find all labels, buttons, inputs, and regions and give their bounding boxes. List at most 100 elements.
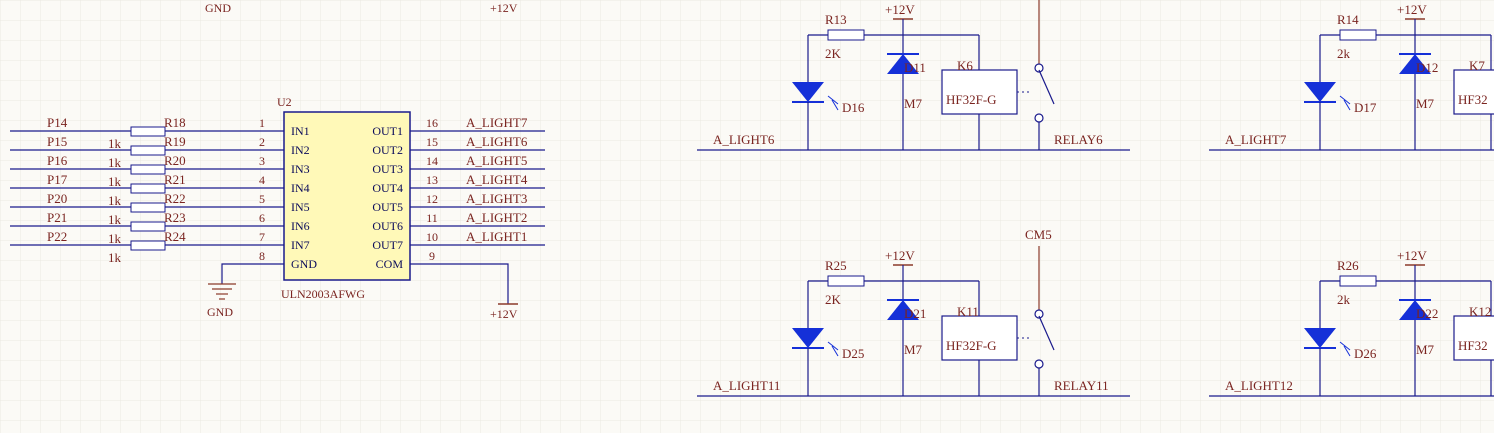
resistor-value: 1k — [108, 174, 122, 189]
net-label: A_LIGHT11 — [713, 378, 780, 393]
diode-part: M7 — [904, 96, 923, 111]
input-net-label: P16 — [47, 153, 68, 168]
ic-pin-number: 3 — [259, 154, 265, 168]
resistor-body — [130, 202, 166, 213]
relay-part: HF32F-G — [946, 338, 997, 353]
ic-pin-name: OUT7 — [372, 238, 403, 252]
ic-pin-name: OUT4 — [372, 181, 403, 195]
relay-designator: K6 — [957, 58, 973, 73]
resistor-designator: R14 — [1337, 12, 1359, 27]
led-arrow — [1339, 341, 1351, 351]
vcc-label: +12V — [1397, 248, 1427, 263]
resistor-designator: R23 — [164, 210, 186, 225]
input-net-label: P22 — [47, 229, 67, 244]
led-designator: D17 — [1354, 100, 1377, 115]
resistor-body — [130, 126, 166, 137]
resistor-designator: R26 — [1337, 258, 1359, 273]
relay-designator: K12 — [1469, 304, 1491, 319]
output-net-label: A_LIGHT5 — [466, 153, 527, 168]
input-net-label: P15 — [47, 134, 67, 149]
ic-pin-number: 14 — [426, 154, 438, 168]
resistor-body — [130, 183, 166, 194]
ic-pin-number: 12 — [426, 192, 438, 206]
resistor-value: 1k — [108, 136, 122, 151]
led-designator: D16 — [842, 100, 865, 115]
resistor-body — [827, 29, 865, 41]
ic-pin-name: COM — [376, 257, 404, 271]
ic-pin-name: OUT3 — [372, 162, 403, 176]
ic-designator: U2 — [277, 95, 292, 109]
resistor-designator: R21 — [164, 172, 186, 187]
ic-pin-name: OUT5 — [372, 200, 403, 214]
input-net-label: P21 — [47, 210, 67, 225]
resistor-value: 1k — [108, 155, 122, 170]
relay-coil — [941, 315, 1018, 361]
led-designator: D26 — [1354, 346, 1377, 361]
resistor-body — [130, 164, 166, 175]
relay-coil — [1453, 69, 1494, 115]
ic-pin-name: IN6 — [291, 219, 310, 233]
resistor-designator: R13 — [825, 12, 847, 27]
relay-part: HF32 — [1458, 92, 1488, 107]
input-net-label: P20 — [47, 191, 67, 206]
diode-part: M7 — [1416, 96, 1435, 111]
diode-icon — [1399, 54, 1431, 74]
ic-pin-name: IN3 — [291, 162, 310, 176]
diode-icon — [1399, 300, 1431, 320]
led-icon — [792, 82, 824, 102]
led-icon — [1304, 82, 1336, 102]
ic-pin-number: 15 — [426, 135, 438, 149]
vcc-label-top: +12V — [490, 1, 518, 15]
ic-pin-number: 6 — [259, 211, 265, 225]
ic-pin-name: IN4 — [291, 181, 310, 195]
ic-uln2003: U2 ULN2003AFWG 1IN116OUT12IN215OUT23IN31… — [258, 95, 438, 301]
resistor-designator: R24 — [164, 229, 186, 244]
output-net-label: A_LIGHT3 — [466, 191, 527, 206]
resistor-value: 2k — [1337, 46, 1351, 61]
led-arrow — [827, 95, 839, 105]
vcc-label: +12V — [490, 307, 518, 321]
output-net-label: A_LIGHT6 — [466, 134, 528, 149]
vcc-label: +12V — [885, 2, 915, 17]
resistor-body — [130, 145, 166, 156]
resistor-body — [130, 240, 166, 251]
resistor-value: 2K — [825, 292, 842, 307]
gnd-label-top: GND — [205, 1, 231, 15]
output-section: A_LIGHT7A_LIGHT6A_LIGHT5A_LIGHT4A_LIGHT3… — [436, 115, 545, 246]
output-net-label: A_LIGHT7 — [466, 115, 528, 130]
ic-pin-name: GND — [291, 257, 317, 271]
resistor-value: 1k — [108, 193, 122, 208]
diode-part: M7 — [1416, 342, 1435, 357]
com-wire — [436, 263, 509, 304]
ic-pin-name: IN2 — [291, 143, 310, 157]
resistor-body — [1339, 29, 1377, 41]
resistor-value: 1k — [108, 212, 122, 227]
ic-pin-number: 13 — [426, 173, 438, 187]
diode-designator: D12 — [1416, 60, 1438, 75]
led-arrow — [1343, 99, 1351, 111]
led-icon — [1304, 328, 1336, 348]
relay-part: HF32 — [1458, 338, 1488, 353]
led-designator: D25 — [842, 346, 864, 361]
diode-designator: D21 — [904, 306, 926, 321]
net-label: A_LIGHT12 — [1225, 378, 1293, 393]
ic-pin-number: 11 — [426, 211, 438, 225]
resistor-designator: R22 — [164, 191, 186, 206]
relay-net-label: RELAY11 — [1054, 378, 1109, 393]
ic-pin-number: 4 — [259, 173, 265, 187]
contact-switch — [1038, 315, 1055, 351]
ic-pin-name: OUT6 — [372, 219, 403, 233]
resistor-designator: R18 — [164, 115, 186, 130]
ic-pin-name: OUT1 — [372, 124, 403, 138]
ic-part-name: ULN2003AFWG — [281, 287, 365, 301]
input-net-label: P17 — [47, 172, 68, 187]
relay-designator: K11 — [957, 304, 979, 319]
relay-part: HF32F-G — [946, 92, 997, 107]
output-net-label: A_LIGHT2 — [466, 210, 527, 225]
resistor-value: 1k — [108, 231, 122, 246]
